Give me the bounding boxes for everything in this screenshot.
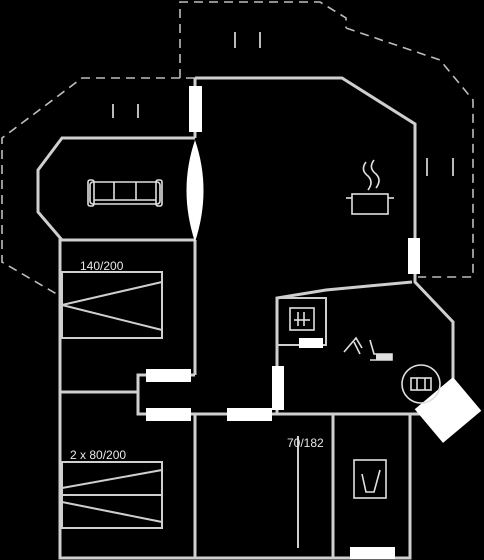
bed-double <box>61 271 163 339</box>
sauna-stove-icon <box>343 336 393 361</box>
washing-machine-icon <box>289 307 315 331</box>
terrace-west <box>1 77 195 297</box>
openings <box>146 86 482 559</box>
bed-size-label-top: 140/200 <box>80 259 124 273</box>
toilet-icon <box>353 459 387 499</box>
living-room-bay <box>36 136 195 242</box>
terrace-ticks <box>112 32 454 176</box>
terrace-east <box>345 27 474 278</box>
cooking-pot-icon <box>346 159 394 215</box>
terrace-north <box>179 1 347 78</box>
bath-tub-icon <box>401 364 441 404</box>
bed-twin <box>61 461 163 529</box>
closet-box <box>277 297 327 346</box>
sofa-icon <box>87 179 163 207</box>
wall-utility <box>275 280 413 414</box>
bath-size-label: 70/182 <box>287 436 324 450</box>
bed-size-label-bottom: 2 x 80/200 <box>70 448 126 462</box>
outer-wall-main <box>58 76 455 560</box>
